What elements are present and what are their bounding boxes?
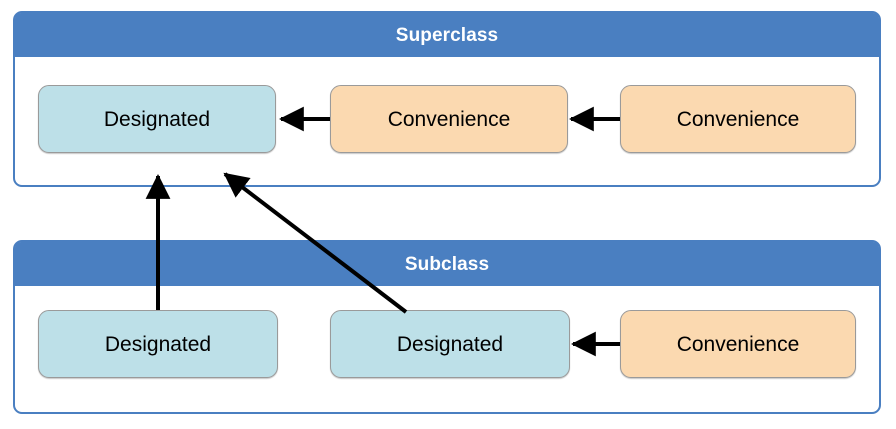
subclass-designated-initializer-2[interactable]: Designated <box>330 310 570 378</box>
superclass-designated-initializer[interactable]: Designated <box>38 85 276 153</box>
node-label: Designated <box>103 107 211 131</box>
superclass-panel-header: Superclass <box>15 13 879 57</box>
node-label: Convenience <box>676 332 800 356</box>
superclass-convenience-initializer-1[interactable]: Convenience <box>330 85 568 153</box>
node-label: Designated <box>104 332 212 356</box>
subclass-convenience-initializer[interactable]: Convenience <box>620 310 856 378</box>
subclass-panel-title: Subclass <box>404 253 490 275</box>
superclass-panel-title: Superclass <box>395 24 499 46</box>
subclass-designated-initializer-1[interactable]: Designated <box>38 310 278 378</box>
superclass-convenience-initializer-2[interactable]: Convenience <box>620 85 856 153</box>
node-label: Designated <box>396 332 504 356</box>
node-label: Convenience <box>676 107 800 131</box>
node-label: Convenience <box>387 107 511 131</box>
subclass-panel-header: Subclass <box>15 242 879 286</box>
